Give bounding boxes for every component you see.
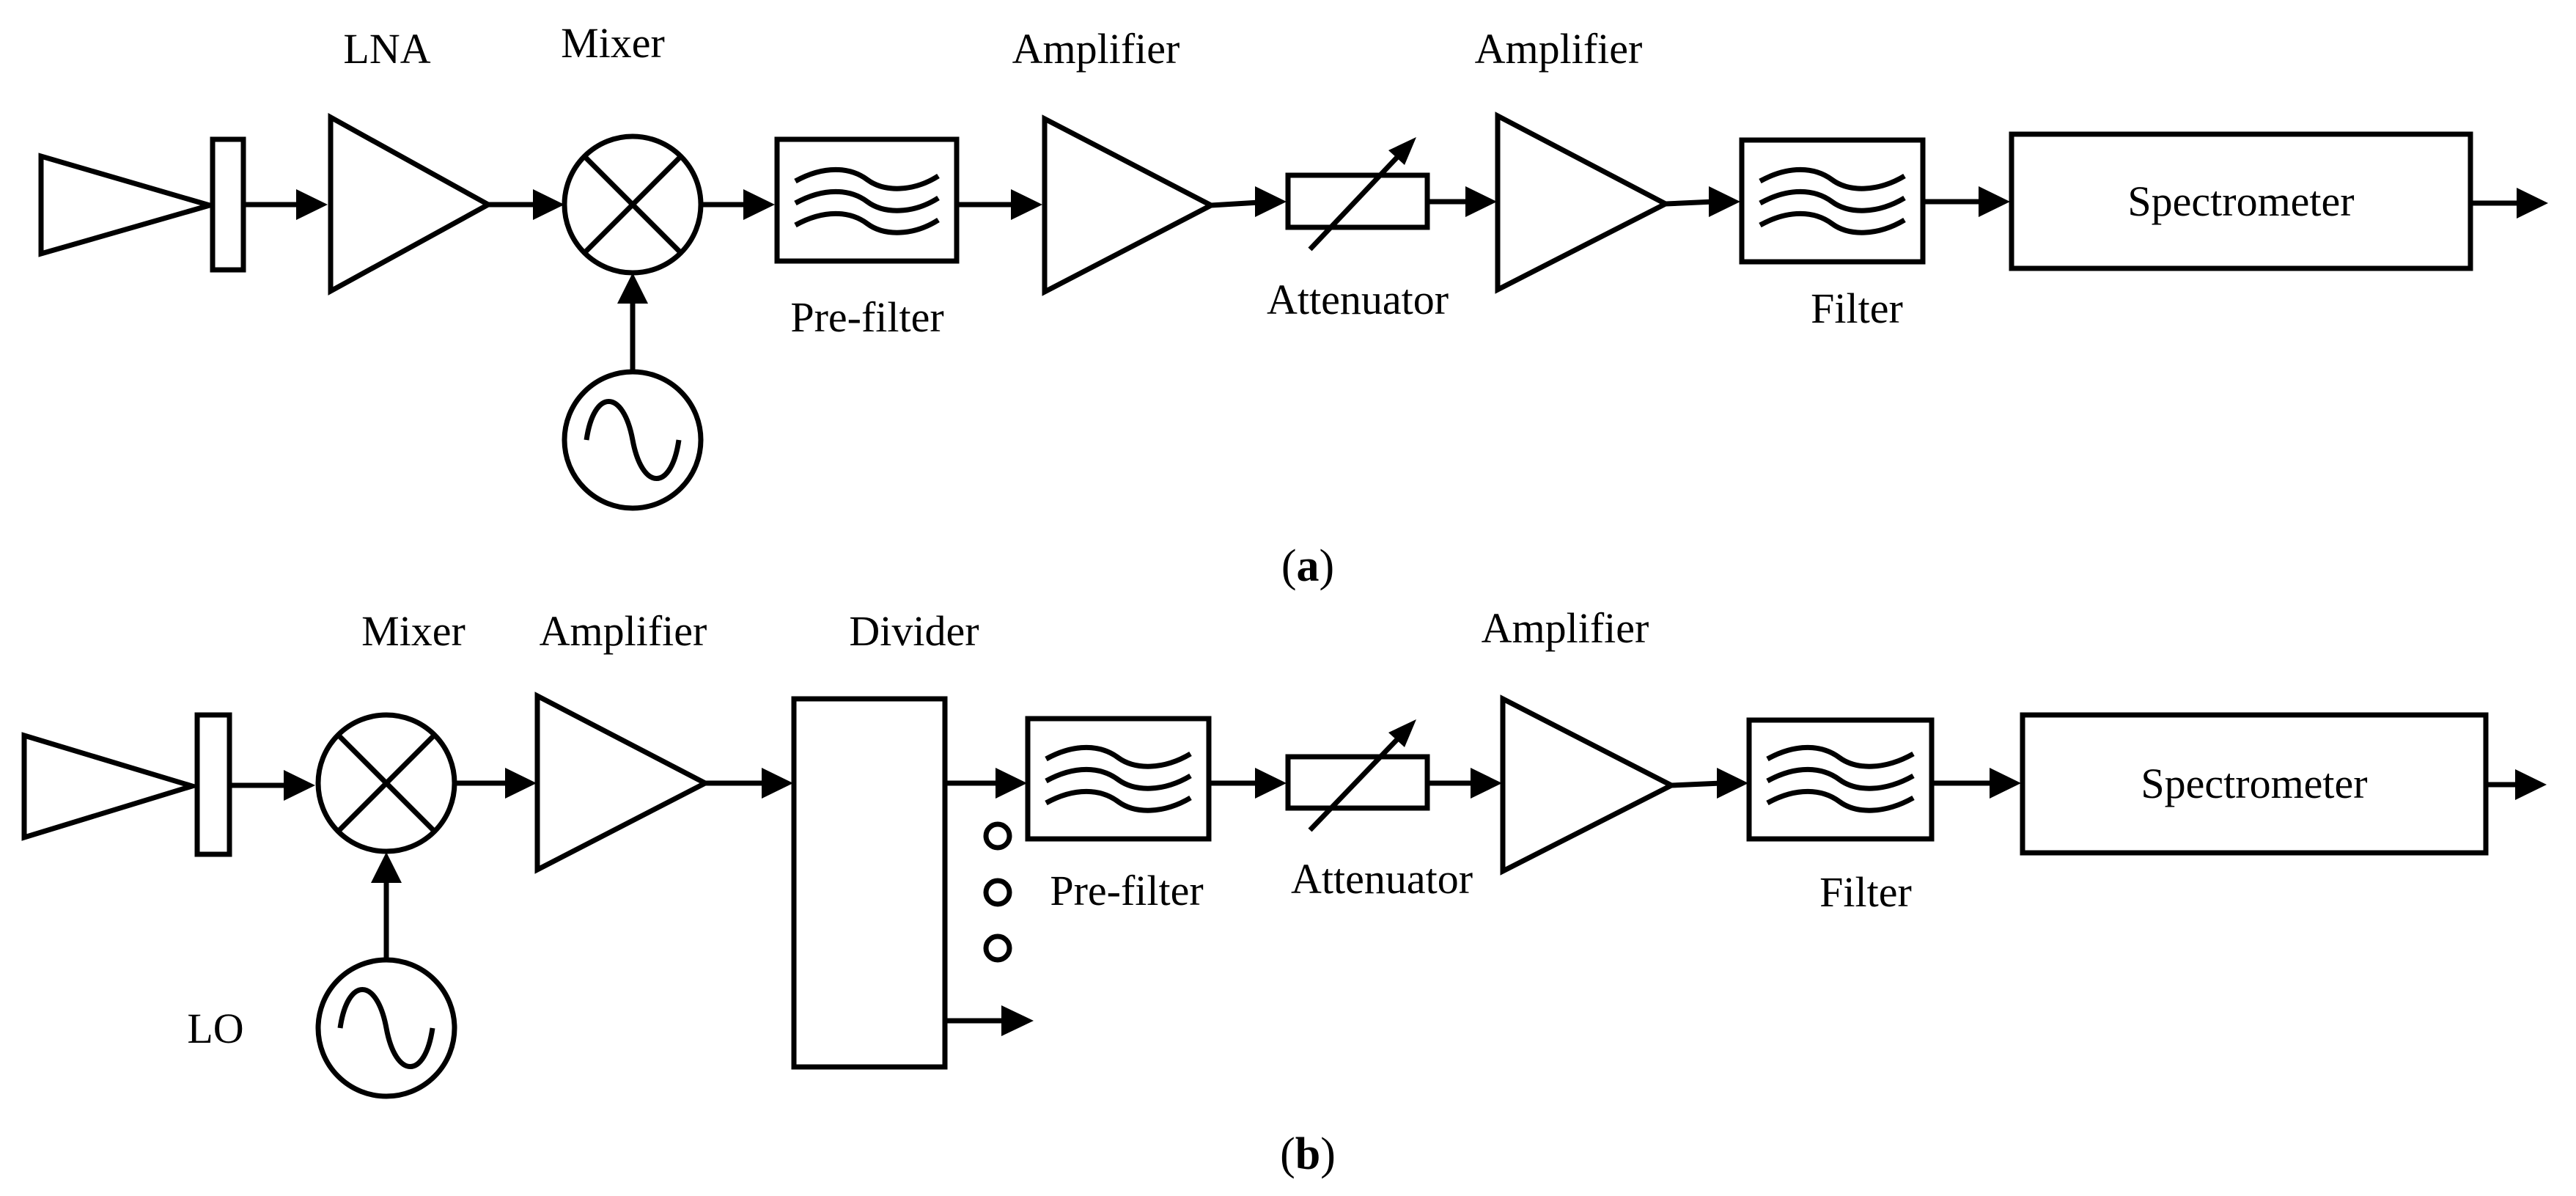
amplifier-1-b bbox=[534, 691, 711, 874]
spectrometer-block-b bbox=[2020, 712, 2489, 856]
label-amplifier-2-b: Amplifier bbox=[1482, 604, 1649, 652]
label-attenuator-a: Attenuator bbox=[1267, 276, 1449, 323]
label-spectrometer-a: Spectrometer bbox=[2127, 177, 2354, 225]
label-mixer-a: Mixer bbox=[561, 19, 665, 67]
ellipsis-more-outputs-b bbox=[983, 821, 1012, 963]
attenuator-a bbox=[1285, 137, 1430, 252]
pre-filter-block-a bbox=[774, 136, 960, 264]
label-pre-filter-b: Pre-filter bbox=[1050, 867, 1203, 914]
label-lo-b: LO bbox=[187, 1005, 243, 1052]
mixer-b bbox=[315, 712, 457, 854]
waveguide-flange-a bbox=[210, 136, 246, 273]
amplifier-2-b bbox=[1500, 694, 1677, 876]
filter-block-b bbox=[1746, 717, 1935, 842]
diagram-a: LNA Mixer Pre-filter Amplifier Attenuato… bbox=[38, 19, 2548, 591]
local-oscillator-a bbox=[562, 369, 704, 511]
label-filter-b: Filter bbox=[1819, 868, 1912, 916]
pre-filter-block-b bbox=[1025, 716, 1212, 842]
caption-b: (b) bbox=[1280, 1129, 1336, 1179]
diagram-b: Mixer Amplifier Divider Pre-filter Atten… bbox=[21, 604, 2547, 1179]
waveguide-flange-b bbox=[194, 712, 232, 857]
label-lna-a: LNA bbox=[343, 25, 430, 73]
label-amplifier-2-a: Amplifier bbox=[1475, 25, 1643, 73]
label-mixer-b: Mixer bbox=[361, 607, 465, 655]
label-amplifier-1-b: Amplifier bbox=[540, 607, 707, 655]
attenuator-b bbox=[1285, 719, 1430, 832]
local-oscillator-b bbox=[315, 957, 457, 1099]
label-filter-a: Filter bbox=[1811, 285, 1903, 332]
label-pre-filter-a: Pre-filter bbox=[790, 293, 943, 341]
label-divider-b: Divider bbox=[849, 607, 979, 655]
lna-amplifier-a bbox=[328, 113, 494, 296]
signal-connections-a bbox=[243, 186, 2548, 372]
antenna-horn-a bbox=[38, 153, 219, 257]
caption-a: (a) bbox=[1281, 541, 1334, 591]
signal-connections-b bbox=[229, 768, 2547, 1036]
label-amplifier-1-a: Amplifier bbox=[1012, 25, 1180, 73]
mixer-a bbox=[562, 133, 704, 276]
label-attenuator-b: Attenuator bbox=[1291, 855, 1473, 903]
amplifier-1-a bbox=[1042, 114, 1217, 296]
label-spectrometer-b: Spectrometer bbox=[2141, 760, 2367, 807]
amplifier-2-a bbox=[1495, 111, 1671, 294]
divider-block-b bbox=[791, 696, 948, 1070]
filter-block-a bbox=[1739, 137, 1926, 265]
antenna-horn-b bbox=[21, 732, 202, 841]
